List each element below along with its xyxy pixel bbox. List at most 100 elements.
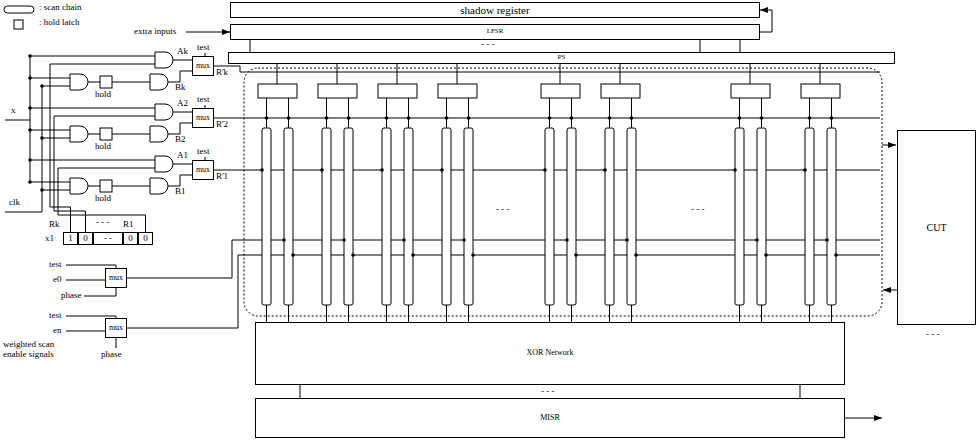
register-bit-name: R1 [122,220,135,230]
box-text: MISR [540,414,560,423]
wire-arrow [883,290,897,291]
signal-name: test [196,147,211,157]
scan-enable-wire [240,170,880,171]
signal-name: clk [8,198,21,208]
ellipsis: - - - [495,205,511,215]
gate-row [28,52,240,90]
box-text: 0 [143,234,148,244]
box-text: mux [196,62,210,71]
gate-name: B1 [174,187,187,197]
signal-name: test [196,95,211,105]
phase-shifter-box: PS [228,52,895,64]
signal-group-name: weighted scan enable signals [2,340,74,360]
wire [66,331,105,332]
mux-box: mux [192,108,214,128]
scan-enable-wire [127,240,880,278]
wire-arrow [882,145,896,146]
signal-name: test [48,260,63,270]
register-cell: 0 [138,232,153,245]
signal-name: test [48,311,63,321]
register-cell: 0 [78,232,93,245]
scan-chain-region [244,68,882,316]
signal-name: R'k [215,68,229,78]
xor-network-box: XOR Network [255,322,845,385]
box-text: - - [104,234,112,244]
output-arrow [845,418,882,419]
box-text: mux [109,274,123,283]
box-text: 0 [83,234,88,244]
box-text: 0 [128,234,133,244]
scan-chain-pair [541,64,580,322]
input-name: extra inputs [133,27,177,37]
signal-name: en [52,326,63,336]
legend-scan-chain-sample [4,6,34,13]
box-text: mux [109,324,123,333]
ellipsis: - - - [480,40,496,50]
connector [760,10,772,32]
connector [250,40,251,52]
signal-name: hold [94,90,112,100]
mux-box: mux [192,160,214,180]
box-text: CUT [927,222,947,233]
gate-name: Ak [176,47,189,57]
register-wire [50,64,155,232]
legend-entry: : hold latch [38,18,81,28]
mux-box: mux [192,56,214,76]
box-text: shadow register [460,4,529,16]
scan-chain-pair [801,64,840,322]
box-text: mux [196,166,210,175]
wire [84,288,116,296]
ellipsis: - - - [540,387,556,397]
legend-hold-latch-sample [14,20,23,29]
scan-chain-pair [601,64,640,322]
scan-chain-pair [258,64,297,322]
signal-name: R'2 [215,120,229,130]
clk-bus [42,86,43,212]
shadow-register-box: shadow register [230,2,760,18]
register-cell: 1 [63,232,78,245]
ellipsis: - - - [925,330,941,340]
gate-name: A2 [176,99,189,109]
x-input-wire [5,120,30,121]
wire [800,385,801,398]
signal-name: x1 [44,234,55,244]
register-wire [58,168,155,232]
input-arrow [186,32,230,33]
gate-name: Bk [174,83,187,93]
register-bit-name: Rk [48,220,61,230]
mux-box: mux [105,318,127,338]
box-text: PS [558,54,566,62]
scan-chain-pair [731,64,770,322]
x-bus [30,56,31,182]
wire [116,338,117,348]
gate-name: B2 [174,135,187,145]
lfsr-box: LFSR [230,24,760,40]
signal-name: e0 [52,275,63,285]
box-text: 1 [68,234,73,244]
clk-input-wire [5,212,42,213]
gate-row [28,104,240,142]
signal-name: x [10,106,17,116]
ellipsis: - - - [690,205,706,215]
register-wire [54,116,155,232]
legend-text: : hold latch [39,17,80,27]
scan-enable-wire [240,118,880,119]
box-text: mux [196,114,210,123]
circuit-under-test-box: CUT [897,130,976,325]
register-cell: 0 [123,232,138,245]
box-text: XOR Network [527,349,574,358]
gate-row [28,156,240,194]
signal-name: phase [60,291,83,301]
signal-name: phase [100,350,123,360]
signal-name: hold [94,142,112,152]
ellipsis: - - - [95,218,111,228]
scan-chain-pair [378,64,417,322]
wire [740,40,741,52]
signal-name: hold [94,194,112,204]
legend-entry: : scan chain [38,3,82,13]
mux-box: mux [105,268,127,288]
wire [66,280,105,281]
scan-chain-pair [438,64,477,322]
legend-text: : scan chain [39,2,81,12]
scan-chain-pair [318,64,357,322]
